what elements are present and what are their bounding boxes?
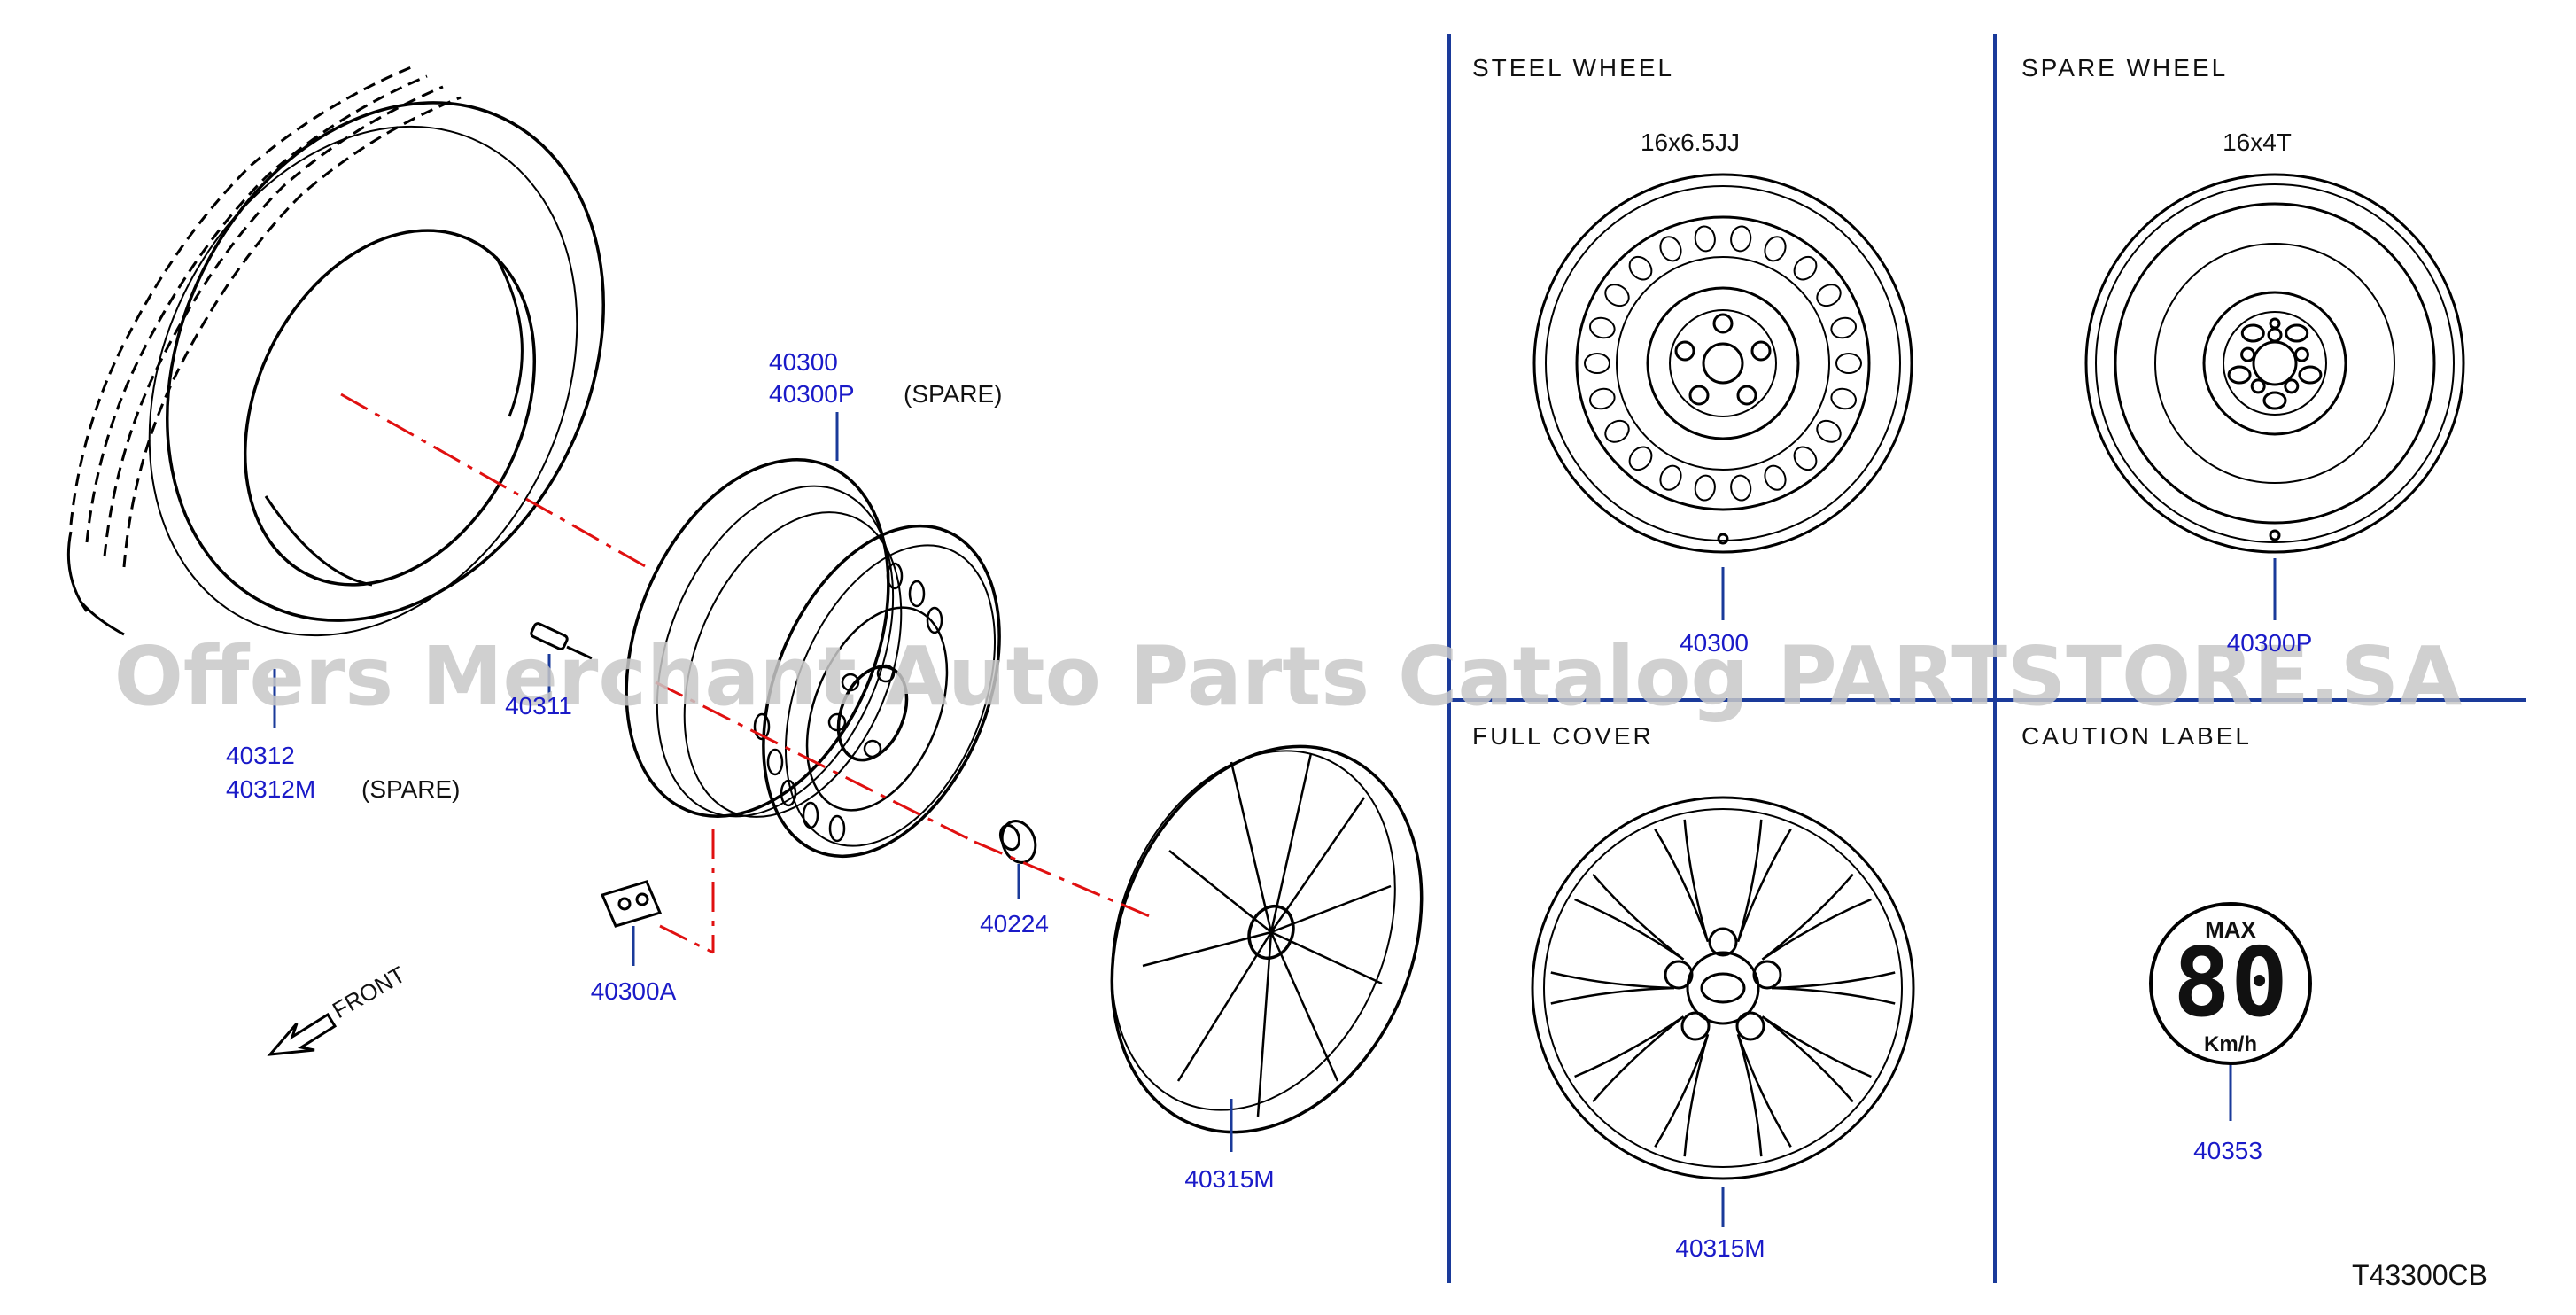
lug-hole [2227,365,2252,385]
part-number-tire[interactable]: 40312 [226,742,295,769]
part-number-caution-label[interactable]: 40353 [2193,1137,2262,1164]
vent-hole [1835,353,1862,374]
vent-hole [1730,225,1752,253]
stud-hole [2250,378,2266,394]
panel-title-full-cover: FULL COVER [1472,722,1654,750]
vent-hole [1764,464,1787,491]
tire-spare-note: (SPARE) [361,775,461,803]
caution-label-speed: 80 [2173,928,2288,1039]
tpms-sensor-illustration[interactable] [600,880,663,928]
vent-hole [1793,446,1818,471]
panel-title-steel-wheel: STEEL WHEEL [1472,54,1674,82]
part-number-cover[interactable]: 40315M [1184,1165,1274,1193]
caution-label-max: MAX [2205,916,2256,943]
cover-spoke [1761,1015,1872,1078]
vent-hole [1604,419,1630,443]
vent-hole [1694,225,1716,253]
stud-hole [2240,346,2256,362]
cover-spoke [1736,1033,1763,1157]
stud-hole [2267,327,2283,343]
part-number-wheel[interactable]: 40300 [769,348,838,376]
leader-lines [273,412,2277,1227]
cover-spoke [1771,986,1896,1005]
vent-hole [1793,255,1818,281]
part-number-sensor[interactable]: 40300A [591,977,677,1005]
caution-label-drawing[interactable] [2149,902,2312,1065]
spare-wheel-panel-drawing[interactable] [2084,173,2465,554]
cover-spoke [1683,819,1710,943]
caution-label-unit: Km/h [2204,1032,2257,1056]
full-cover-panel-drawing[interactable] [1531,796,1915,1180]
wheel-spare-note: (SPARE) [904,380,1003,408]
spare-wheel-size: 16x4T [2223,128,2292,156]
cover-spoke [1761,898,1872,961]
cover-spoke [1574,898,1685,961]
vent-hole [1659,236,1682,262]
tire-illustration[interactable] [66,29,687,707]
vent-hole [1628,446,1653,471]
front-arrow-icon [267,1012,338,1056]
lug-hole [2262,391,2287,410]
part-number-wheel-alt[interactable]: 40300P [769,380,855,408]
panel-title-caution-label: CAUTION LABEL [2021,722,2252,750]
vent-hole [1589,316,1616,339]
cover-spoke [1761,1015,1854,1103]
part-number-spare-wheel[interactable]: 40300P [2227,629,2313,657]
part-number-steel-wheel[interactable]: 40300 [1680,629,1749,657]
vent-hole [1764,236,1787,262]
assembly-centerlines [340,393,1152,954]
part-number-valve[interactable]: 40311 [505,692,572,720]
wheel-cover-illustration[interactable] [1057,700,1478,1179]
vent-hole [1589,387,1616,410]
cover-spoke [1592,873,1685,961]
stud-hole [2284,378,2300,394]
cover-spoke [1592,1015,1685,1103]
lug-hole [2240,323,2265,343]
part-number-full-cover[interactable]: 40315M [1675,1234,1765,1262]
steel-wheel-illustration[interactable] [577,421,1044,891]
valve-stem-illustration[interactable] [530,622,593,660]
steel-wheel-size: 16x6.5JJ [1641,128,1740,156]
vent-hole [1816,284,1842,307]
cover-spoke [1771,971,1896,990]
watermark-text: Offers Merchant Auto Parts Catalog PARTS… [114,629,2463,724]
cover-spoke [1736,829,1792,943]
panel-dividers [1447,34,2526,1283]
vent-hole [1628,255,1653,281]
cover-spoke [1736,1033,1792,1148]
stud-hole [2293,346,2309,362]
watermark-layer: Offers Merchant Auto Parts Catalog PARTS… [114,629,2463,724]
vent-hole [1830,387,1857,410]
panel-title-spare-wheel: SPARE WHEEL [2021,54,2228,82]
cover-spoke [1736,819,1763,943]
vent-hole [1830,316,1857,339]
cover-spoke [1761,873,1854,961]
vent-hole [1816,419,1842,443]
cover-spoke [1574,1015,1685,1078]
vent-hole [1659,464,1682,491]
vent-hole [1694,474,1716,502]
cover-spoke [1550,971,1675,990]
vent-hole [1604,284,1630,307]
cover-spoke [1550,986,1675,1005]
wheel-nut-illustration[interactable] [997,816,1041,867]
cover-spoke [1654,829,1710,943]
vent-hole [1730,474,1752,502]
part-number-nut[interactable]: 40224 [980,910,1049,938]
vent-hole [1584,353,1610,374]
cover-spoke [1683,1033,1710,1157]
cover-spoke [1654,1033,1710,1148]
steel-wheel-panel-drawing[interactable] [1532,173,1913,554]
lug-hole [2298,365,2323,385]
lug-hole [2285,323,2309,343]
part-number-tire-alt[interactable]: 40312M [226,775,315,803]
diagram-code: T43300CB [2352,1259,2487,1291]
